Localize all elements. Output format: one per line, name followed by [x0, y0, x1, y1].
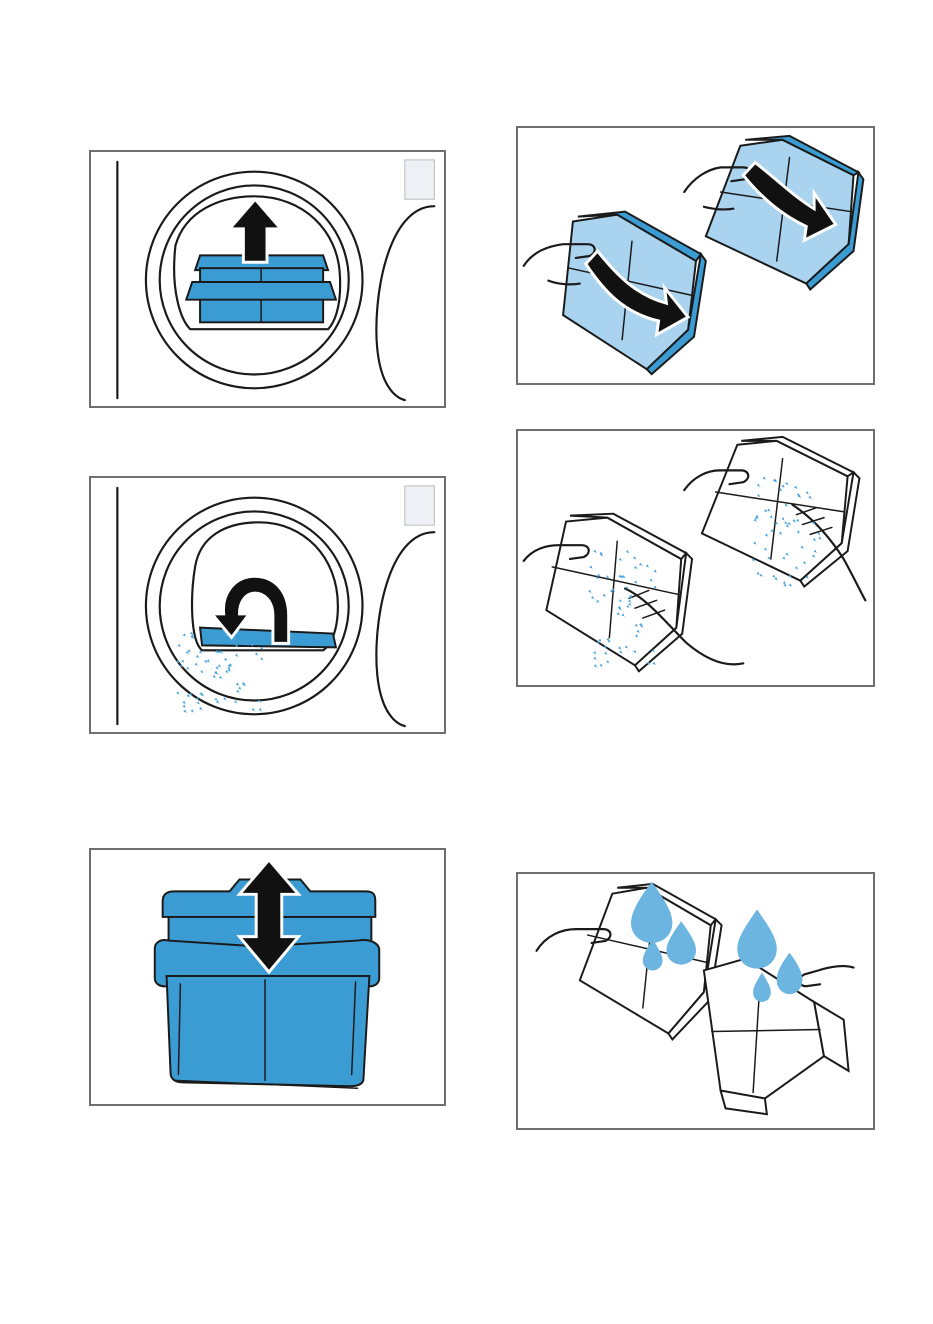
lint-particle	[188, 649, 193, 653]
lint-particle	[252, 708, 257, 712]
arrow-up-icon	[230, 199, 281, 262]
filter-right	[704, 959, 849, 1115]
filter-right	[702, 437, 860, 587]
open-filters-illustration	[518, 128, 873, 383]
lint-particle	[216, 700, 221, 704]
lint-particle	[604, 652, 609, 656]
lint-particle	[207, 659, 212, 663]
lint-particle	[178, 644, 183, 648]
lint-particle	[219, 676, 224, 680]
panel-remove-fluff-by-hand	[516, 429, 875, 687]
lint-particle	[224, 658, 229, 662]
panel-remove-fluff-filter	[89, 150, 446, 408]
fluff-filter	[186, 255, 336, 322]
lint-particle	[652, 662, 657, 666]
dryer-door-illustration	[91, 152, 444, 406]
lint-particle	[213, 675, 218, 679]
panel-rinse-filters	[516, 872, 875, 1130]
lint-particle	[196, 655, 201, 659]
panel-clean-door-lint	[89, 476, 446, 734]
lint-particle	[176, 691, 181, 695]
lint-particle	[759, 574, 764, 578]
lint-particle	[236, 690, 241, 694]
lint-particle	[255, 652, 260, 656]
lint-particle	[214, 698, 219, 702]
lint-particle	[183, 710, 188, 714]
lint-particle	[191, 709, 196, 713]
lint-particle	[593, 651, 598, 655]
lint-particle	[593, 657, 598, 661]
lint-particle	[200, 670, 205, 674]
lint-particle	[183, 633, 188, 637]
lint-particle	[594, 664, 599, 668]
lint-particle	[238, 687, 243, 691]
lint-particle	[606, 660, 611, 664]
lint-particle	[195, 663, 200, 667]
lint-particle	[197, 701, 202, 705]
dryer-door-lint-illustration	[91, 478, 444, 732]
lint-particle	[186, 667, 191, 671]
lint-particle	[182, 701, 187, 705]
lint-particle	[218, 664, 223, 668]
lint-particle	[236, 683, 241, 687]
lint-particle	[234, 700, 239, 704]
lint-particle	[181, 660, 186, 664]
lint-particle	[199, 707, 204, 711]
lint-particle	[599, 664, 604, 668]
lint-particle	[183, 705, 188, 709]
lint-particle	[789, 583, 794, 587]
panel-open-filters	[516, 126, 875, 385]
fluff-filter-illustration	[91, 850, 444, 1104]
lint-particle	[235, 654, 240, 658]
lint-particle	[260, 657, 265, 661]
remove-fluff-illustration	[518, 431, 873, 685]
lint-particle	[259, 708, 264, 712]
rinse-filters-illustration	[518, 874, 873, 1128]
hand-right	[799, 966, 853, 986]
panel-separate-filter-parts	[89, 848, 446, 1106]
